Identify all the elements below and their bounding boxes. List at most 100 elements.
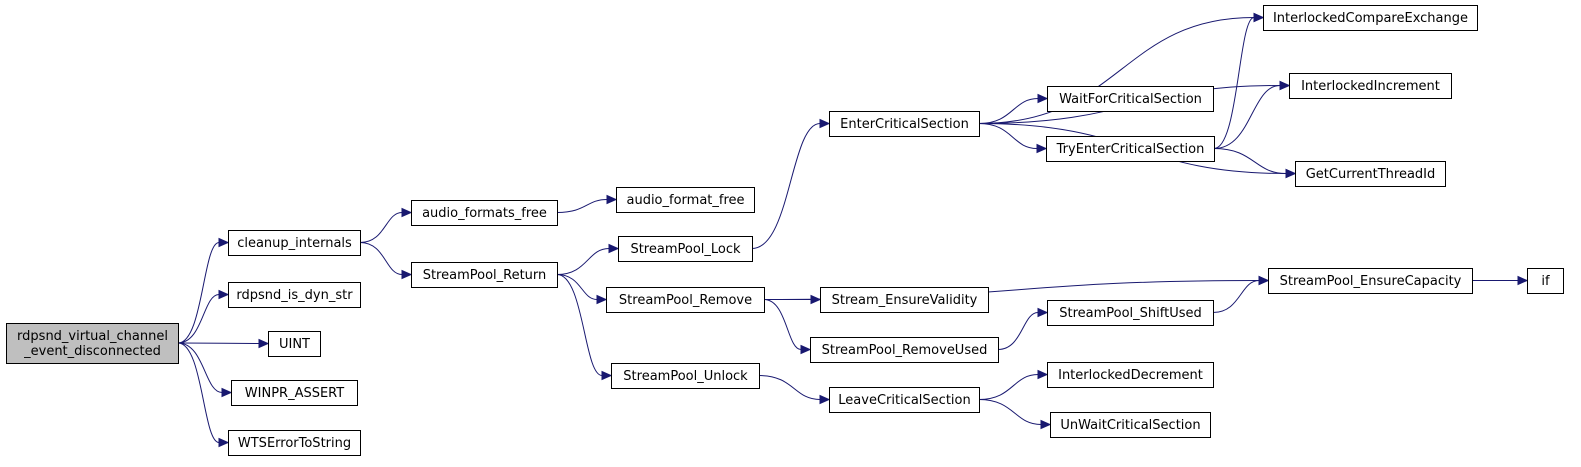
edge-streampool_remove-to-streampool_removeused: [763, 299, 812, 355]
node-box: [1047, 300, 1214, 326]
node-streampool-ensurecapacity[interactable]: StreamPool_EnsureCapacity: [1268, 268, 1473, 294]
edge-line: [177, 342, 223, 393]
node-label: _event_disconnected: [23, 344, 161, 359]
node-box: [1289, 73, 1452, 99]
edge-arrowhead: [218, 437, 230, 448]
edge-line: [1213, 85, 1281, 149]
edge-line: [359, 242, 403, 275]
node-streampool-remove[interactable]: StreamPool_Remove: [606, 287, 765, 313]
edge-enter_cs-to-try_enter_cs: [978, 123, 1048, 154]
node-label: WTSErrorToString: [238, 436, 351, 451]
edge-line: [763, 299, 802, 350]
edge-line: [978, 17, 1255, 124]
node-label: StreamPool_Return: [423, 268, 547, 283]
nodes-layer: rdpsnd_virtual_channel_event_disconnecte…: [6, 5, 1564, 456]
node-box: [228, 282, 361, 308]
node-streampool-return[interactable]: StreamPool_Return: [411, 262, 558, 288]
node-audio-formats-free[interactable]: audio_formats_free: [411, 200, 558, 226]
edge-line: [556, 248, 610, 275]
node-box: [411, 200, 558, 226]
edge-leave_cs-to-unwait_cs: [978, 399, 1052, 430]
node-box: [606, 287, 765, 313]
node-winpr-assert[interactable]: WINPR_ASSERT: [231, 380, 358, 406]
node-label: cleanup_internals: [237, 236, 352, 251]
node-box: [1268, 268, 1473, 294]
node-label: UnWaitCriticalSection: [1060, 418, 1200, 433]
edge-streampool_ensurecapacity-to-if_node: [1472, 275, 1529, 286]
node-streampool-removeused[interactable]: StreamPool_RemoveUsed: [810, 337, 999, 363]
node-box: [228, 430, 361, 456]
edge-line: [978, 98, 1039, 124]
edge-line: [997, 312, 1039, 350]
edge-arrowhead: [1037, 93, 1049, 104]
node-uint[interactable]: UINT: [268, 331, 321, 357]
edge-leave_cs-to-interlocked_decrement: [978, 369, 1049, 400]
node-label: StreamPool_Lock: [630, 242, 741, 257]
node-wait-for-cs[interactable]: WaitForCriticalSection: [1047, 86, 1214, 112]
edge-arrowhead: [1037, 307, 1049, 318]
node-cleanup-internals[interactable]: cleanup_internals: [228, 230, 361, 256]
edge-line: [1213, 17, 1255, 149]
node-box: [810, 337, 999, 363]
edge-streampool_lock-to-enter_cs: [751, 118, 831, 249]
edge-arrowhead: [258, 338, 270, 349]
node-label: InterlockedCompareExchange: [1273, 11, 1468, 26]
node-root[interactable]: rdpsnd_virtual_channel_event_disconnecte…: [6, 323, 179, 364]
node-stream-ensure-validity[interactable]: Stream_EnsureValidity: [820, 287, 989, 313]
node-box: [1047, 86, 1214, 112]
node-rdpsnd-is-dyn-str[interactable]: rdpsnd_is_dyn_str: [228, 282, 361, 308]
edge-arrowhead: [1253, 12, 1265, 23]
edge-line: [978, 123, 1038, 149]
edge-arrowhead: [1036, 143, 1048, 154]
node-label: Stream_EnsureValidity: [832, 293, 978, 308]
node-label: WINPR_ASSERT: [245, 386, 344, 401]
edge-arrowhead: [596, 294, 608, 305]
edge-streampool_remove-to-stream_ensure_validity: [764, 294, 822, 305]
node-box: [1050, 412, 1211, 438]
edge-line: [177, 342, 220, 443]
node-box: [1046, 136, 1215, 162]
node-leave-cs[interactable]: LeaveCriticalSection: [829, 387, 980, 413]
node-label: UINT: [279, 337, 310, 352]
edge-audio_formats_free-to-audio_format_free: [556, 194, 618, 213]
node-box: [611, 363, 760, 389]
node-label: InterlockedDecrement: [1058, 368, 1203, 383]
node-enter-cs[interactable]: EnterCriticalSection: [829, 111, 980, 137]
edge-streampool_shiftused-to-streampool_ensurecapacity: [1212, 275, 1270, 313]
edge-line: [556, 199, 608, 213]
edge-line: [359, 212, 403, 243]
edge-try_enter_cs-to-interlocked_increment: [1213, 80, 1291, 149]
edge-arrowhead: [1279, 80, 1291, 91]
edge-root-to-wtserror: [177, 342, 230, 448]
node-label: TryEnterCriticalSection: [1056, 142, 1205, 157]
edge-arrowhead: [218, 237, 230, 248]
edge-line: [978, 399, 1042, 425]
node-interlocked-decrement[interactable]: InterlockedDecrement: [1047, 362, 1214, 388]
node-label: StreamPool_EnsureCapacity: [1280, 274, 1462, 289]
node-box: [6, 323, 179, 364]
node-label: EnterCriticalSection: [840, 117, 969, 132]
node-label: StreamPool_Remove: [619, 293, 752, 308]
node-wtserror[interactable]: WTSErrorToString: [228, 430, 361, 456]
node-audio-format-free[interactable]: audio_format_free: [616, 187, 755, 213]
node-if-node[interactable]: if: [1527, 268, 1564, 294]
edge-streampool_removeused-to-streampool_shiftused: [997, 307, 1049, 350]
node-streampool-shiftused[interactable]: StreamPool_ShiftUsed: [1047, 300, 1214, 326]
node-streampool-lock[interactable]: StreamPool_Lock: [618, 236, 753, 262]
node-get-current-thread-id[interactable]: GetCurrentThreadId: [1295, 161, 1446, 187]
node-streampool-unlock[interactable]: StreamPool_Unlock: [611, 363, 760, 389]
edge-streampool_return-to-streampool_lock: [556, 243, 620, 275]
node-try-enter-cs[interactable]: TryEnterCriticalSection: [1046, 136, 1215, 162]
node-unwait-cs[interactable]: UnWaitCriticalSection: [1050, 412, 1211, 438]
edge-root-to-uint: [177, 338, 270, 349]
node-interlocked-increment[interactable]: InterlockedIncrement: [1289, 73, 1452, 99]
edge-cleanup_internals-to-streampool_return: [359, 242, 413, 280]
node-box: [1295, 161, 1446, 187]
edge-enter_cs-to-wait_for_cs: [978, 93, 1049, 124]
edge-cleanup_internals-to-audio_formats_free: [359, 207, 413, 243]
node-interlocked-cmpxchg[interactable]: InterlockedCompareExchange: [1263, 5, 1478, 31]
edge-line: [556, 274, 603, 376]
edge-try_enter_cs-to-interlocked_cmpxchg: [1213, 12, 1265, 149]
node-box: [1527, 268, 1564, 294]
